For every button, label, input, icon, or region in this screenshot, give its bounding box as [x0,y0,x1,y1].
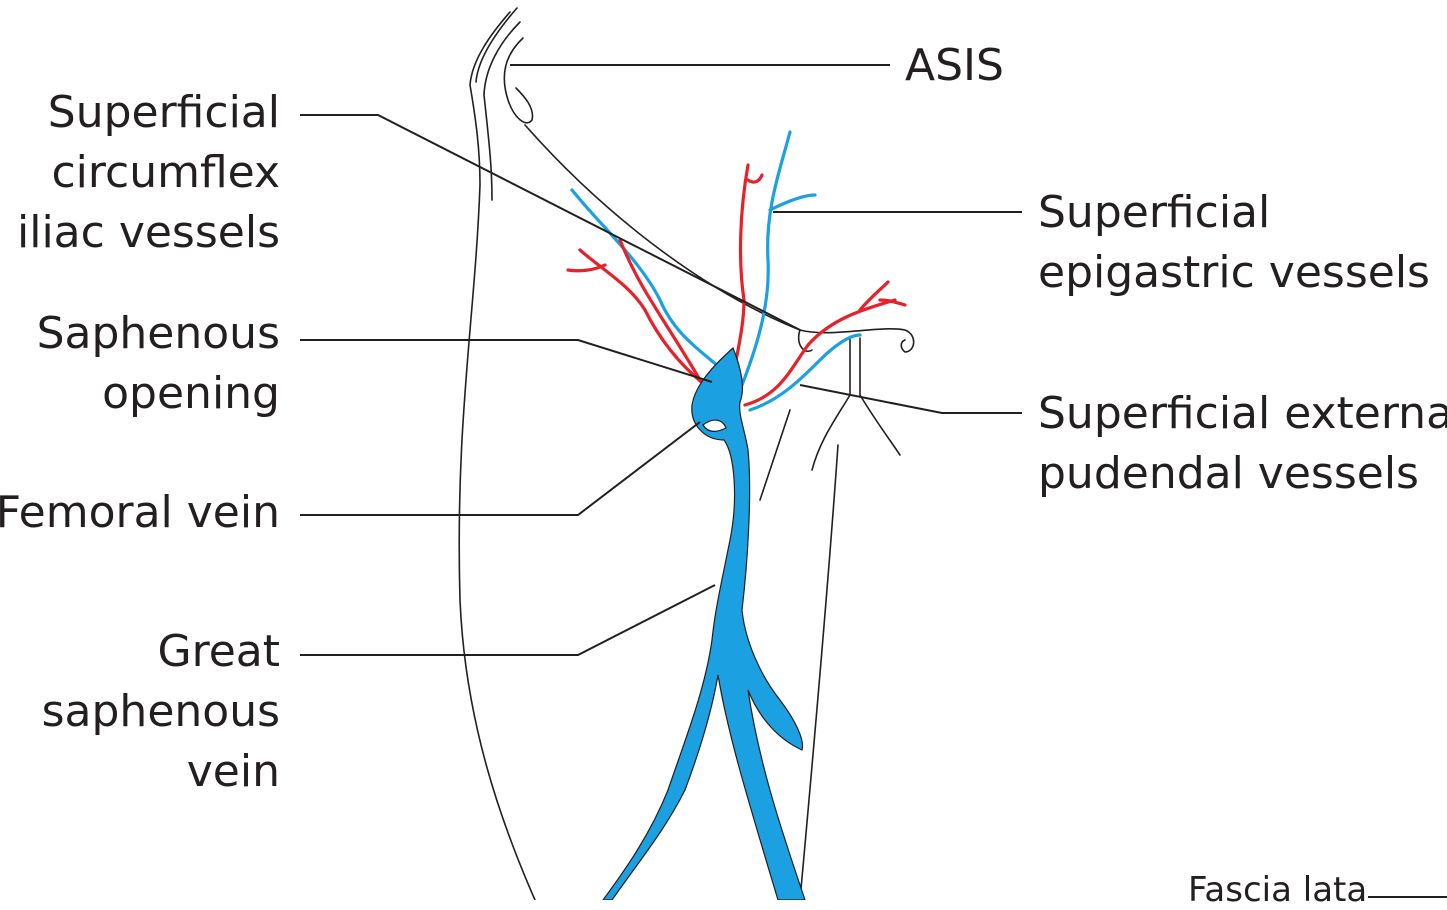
superficial-circumflex-iliac-vessels [568,190,725,385]
label-superficial-external-pudendal-vessels: Superficial external pudendal vessels [1038,384,1447,504]
saphenous-opening-leader [300,340,712,382]
label-femoral-vein: Femoral vein [0,483,280,543]
great-saphenous-leader [300,585,715,655]
label-saphenous-opening: Saphenous opening [37,304,280,424]
femoral-vein-leader [300,422,700,515]
label-superficial-epigastric-vessels: Superficial epigastric vessels [1038,183,1430,303]
label-great-saphenous-vein: Great saphenous vein [42,622,280,802]
label-asis: ASIS [905,36,1004,96]
label-superficial-circumflex-iliac-vessels: Superficial circumflex iliac vessels [17,83,280,263]
circumflex-leader [300,115,800,330]
great-saphenous-vein [603,348,805,900]
label-fascia-lata: Fascia lata [1188,870,1367,910]
pudendal-leader [800,385,1022,413]
